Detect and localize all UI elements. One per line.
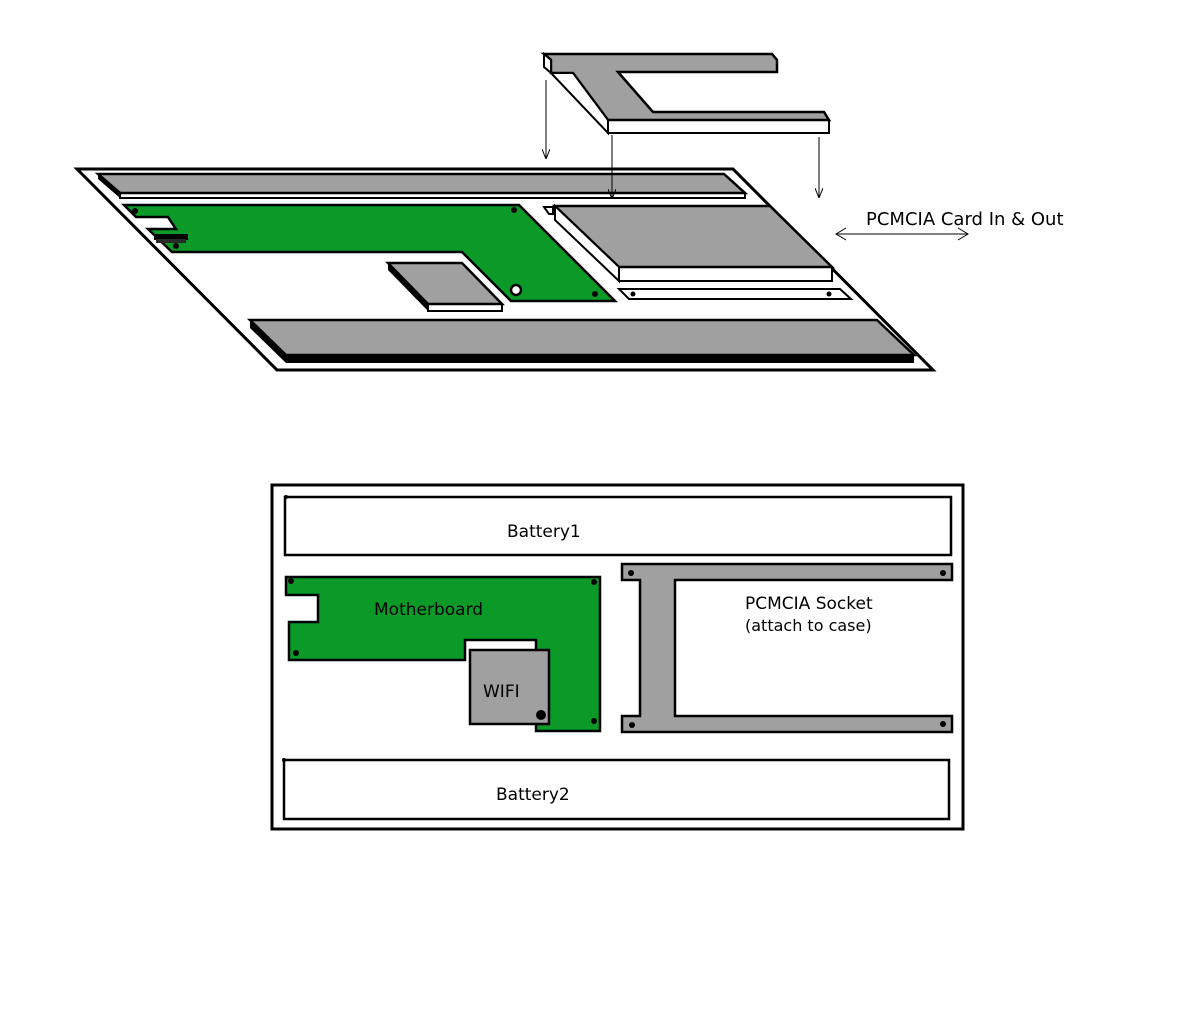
motherboard-label: Motherboard xyxy=(374,600,483,620)
battery1-label: Battery1 xyxy=(507,522,581,542)
layout-view: Battery1 Motherboard WIFI PCMCIA Socket … xyxy=(270,483,965,831)
motherboard: Motherboard xyxy=(284,575,602,733)
pcmcia-socket: PCMCIA Socket (attach to case) xyxy=(620,562,954,734)
assembly-arrows xyxy=(546,80,819,198)
iso-battery1 xyxy=(94,172,749,199)
isometric-view: PCMCIA Card In & Out xyxy=(73,51,1064,372)
iso-battery2 xyxy=(246,318,918,363)
pcmcia-in-out-label: PCMCIA Card In & Out xyxy=(866,209,1064,230)
wifi-card: WIFI xyxy=(468,648,551,726)
iso-motherboard xyxy=(120,203,619,303)
iso-pcmcia-socket-base xyxy=(542,206,854,300)
iso-wifi-card xyxy=(385,261,505,312)
wifi-label: WIFI xyxy=(483,682,520,702)
battery1: Battery1 xyxy=(283,495,953,557)
pcmcia-socket-label-line1: PCMCIA Socket xyxy=(745,594,873,614)
pcmcia-in-out-arrow xyxy=(835,227,969,241)
battery2: Battery2 xyxy=(282,758,951,821)
iso-pcmcia-card-block xyxy=(551,203,836,284)
iso-pcmcia-frame xyxy=(540,51,832,136)
pcmcia-socket-label-line2: (attach to case) xyxy=(745,616,872,635)
battery2-label: Battery2 xyxy=(496,785,570,805)
